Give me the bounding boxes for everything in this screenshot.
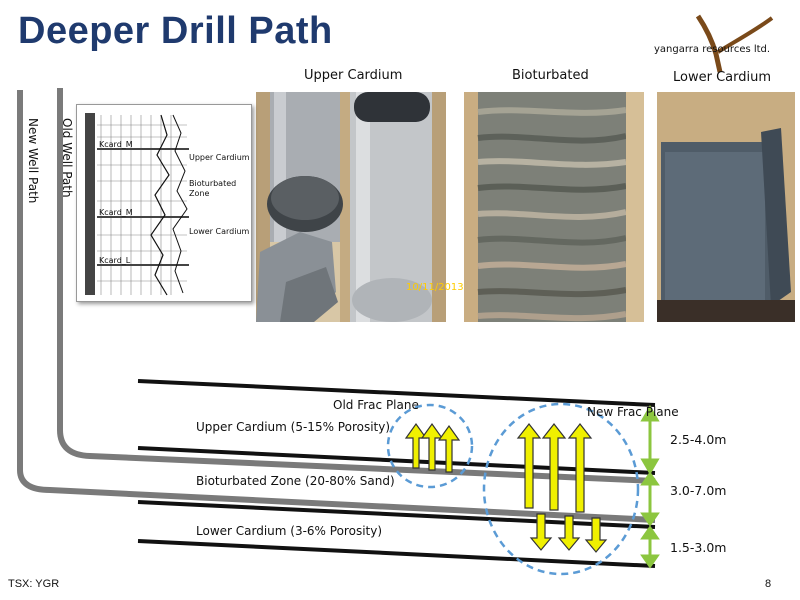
photo-label-lower-cardium: Lower Cardium [673,70,772,85]
company-logo: yangarra resources ltd. [654,14,790,76]
page-number: 8 [765,578,772,590]
old-frac-arrows [404,422,461,473]
old-frac-arrow-1 [404,422,428,469]
footer-ticker: TSX: YGR [8,578,60,590]
old-frac-plane-label: Old Frac Plane [333,398,419,412]
new-well-path-line [17,90,656,523]
thickness-upper-cardium: 2.5-4.0m [670,432,727,447]
thickness-lower-cardium: 1.5-3.0m [670,540,727,555]
log-curve-label-2: Kcard_M [99,208,133,217]
photo-date-stamp: 10/11/2013 [406,282,464,293]
new-frac-up-arrows [516,423,593,513]
boundary-bottom [137,539,656,568]
new-frac-arrow-up-3 [567,423,593,513]
logo-text: yangarra resources ltd. [654,44,771,55]
core-photo-upper-cardium: 10/11/2013 [256,92,464,322]
zone-label-lower-cardium: Lower Cardium (3-6% Porosity) [196,524,383,538]
zone-label-upper-cardium: Upper Cardium (5-15% Porosity) [196,420,391,434]
new-frac-arrow-down-3 [584,517,608,553]
log-label-bioturbated-zone: Bioturbated Zone [189,179,237,198]
boundary-upper-middle [137,446,656,475]
photo-label-upper-cardium: Upper Cardium [304,68,403,83]
old-well-path-line [57,88,656,484]
thickness-bioturbated: 3.0-7.0m [670,483,727,498]
new-frac-arrow-down-2 [557,515,581,551]
thickness-arrows [640,405,660,569]
core-photo-bioturbated [464,92,644,322]
old-frac-arrow-2 [420,422,444,471]
zone-label-bioturbated: Bioturbated Zone (20-80% Sand) [196,474,395,488]
old-frac-arrow-3 [437,424,461,473]
log-curve-label-1: Kcard_M [99,140,133,149]
log-curve-label-3: Kcard_L [99,256,131,265]
boundary-top [137,379,656,407]
old-frac-ellipse [386,403,474,489]
well-log-image: Kcard_M Kcard_M Kcard_L Upper Cardium Bi… [76,104,252,302]
new-frac-down-arrows [529,513,608,553]
logo-y-mark [695,14,774,73]
new-frac-plane-label: New Frac Plane [587,405,679,419]
new-frac-arrow-down-1 [529,513,553,551]
new-frac-arrow-up-1 [516,423,542,509]
log-label-lower-cardium: Lower Cardium [189,227,250,236]
new-frac-arrow-up-2 [541,423,567,511]
new-frac-ellipse [482,402,640,576]
photo-label-bioturbated: Bioturbated [512,68,589,83]
log-label-upper-cardium: Upper Cardium [189,153,250,162]
page-title: Deeper Drill Path [18,10,333,52]
core-photo-lower-cardium [657,92,795,322]
